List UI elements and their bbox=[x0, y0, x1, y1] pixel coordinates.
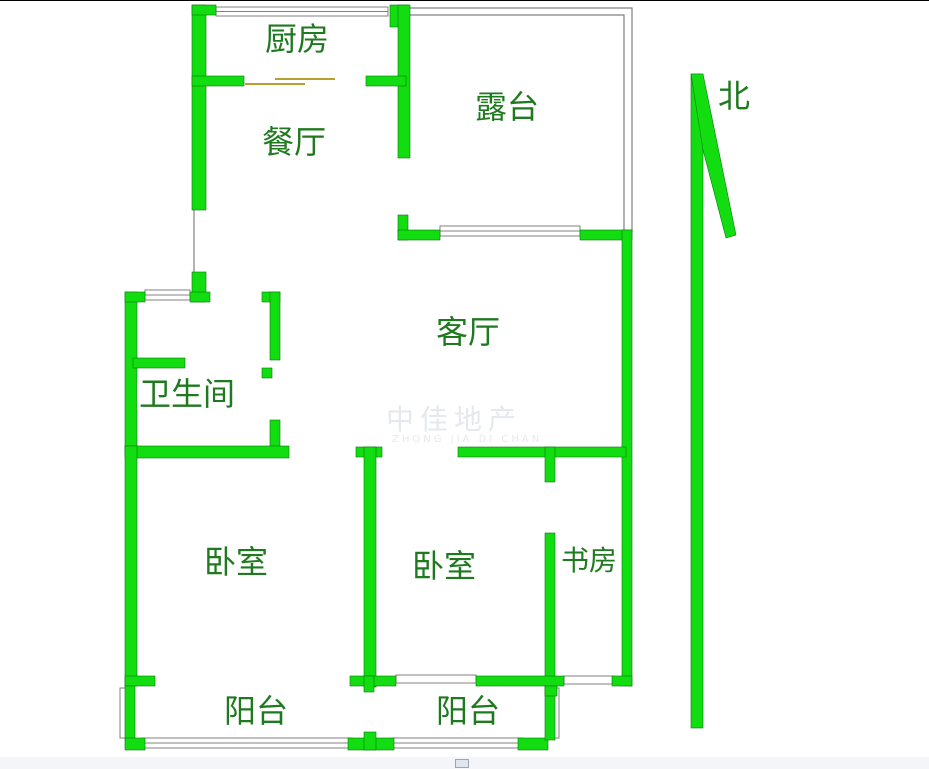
room-label-dining: 餐厅 bbox=[262, 123, 327, 161]
room-label-living: 客厅 bbox=[436, 313, 501, 351]
north-arrow-icon bbox=[690, 73, 737, 729]
room-label-bathroom: 卫生间 bbox=[137, 375, 238, 413]
room-label-balcony-right: 阳台 bbox=[436, 692, 501, 730]
room-label-terrace: 露台 bbox=[475, 88, 540, 126]
terrace-outline bbox=[193, 7, 633, 272]
scroll-grip-icon[interactable] bbox=[455, 759, 469, 768]
kitchen-sliding-door bbox=[245, 78, 335, 85]
room-label-bedroom-left: 卧室 bbox=[204, 543, 269, 581]
room-label-study: 书房 bbox=[561, 544, 618, 577]
wall-set bbox=[124, 4, 633, 751]
watermark-sub: ZHONG JIA DI CHAN bbox=[392, 434, 543, 445]
watermark-main: 中佳地产 bbox=[386, 403, 523, 436]
compass-north-label: 北 bbox=[718, 77, 751, 115]
room-label-balcony-left: 阳台 bbox=[224, 692, 289, 730]
room-label-bedroom-middle: 卧室 bbox=[412, 547, 477, 585]
room-label-kitchen: 厨房 bbox=[265, 20, 330, 58]
